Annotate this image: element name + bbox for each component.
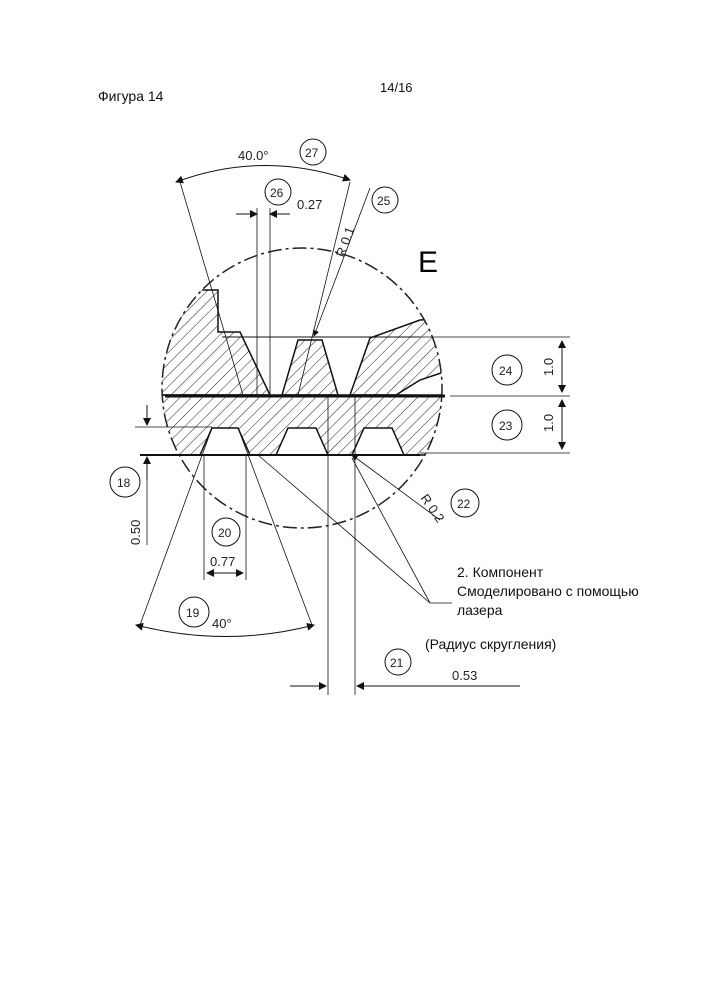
width-bottom-label: 0.77 xyxy=(210,554,235,569)
lower-component xyxy=(160,395,450,455)
angle-bottom-label: 40° xyxy=(212,616,232,631)
callout-24: 24 xyxy=(499,364,513,378)
height-upper-label: 1.0 xyxy=(541,358,556,376)
callout-19: 19 xyxy=(186,606,200,620)
callout-20: 20 xyxy=(218,526,232,540)
width-top-label: 0.27 xyxy=(297,197,322,212)
callout-18: 18 xyxy=(117,476,131,490)
callout-21: 21 xyxy=(390,656,404,670)
height-lower-label: 1.0 xyxy=(541,414,556,432)
callout-27: 27 xyxy=(305,146,319,160)
height-left-label: 0.50 xyxy=(128,520,143,545)
angle-top-label: 40.0° xyxy=(238,148,269,163)
callout-26: 26 xyxy=(270,186,284,200)
upper-component xyxy=(160,290,450,395)
component-note-line2: Смоделировано с помощью xyxy=(457,582,639,601)
radius-note: (Радиус скругления) xyxy=(425,635,556,654)
component-note-line3: лазера xyxy=(457,601,639,620)
view-letter: E xyxy=(418,246,438,279)
callout-22: 22 xyxy=(457,497,471,511)
callout-25: 25 xyxy=(377,194,391,208)
callout-23: 23 xyxy=(499,419,513,433)
angle-arc-top xyxy=(176,165,350,182)
radius-bottom-label: R 0.2 xyxy=(418,491,448,525)
radius-top-label: R 0.1 xyxy=(333,225,358,259)
width-right-label: 0.53 xyxy=(452,668,477,683)
component-note-line1: 2. Компонент xyxy=(457,563,639,582)
component-note: 2. Компонент Смоделировано с помощью лаз… xyxy=(457,563,639,620)
